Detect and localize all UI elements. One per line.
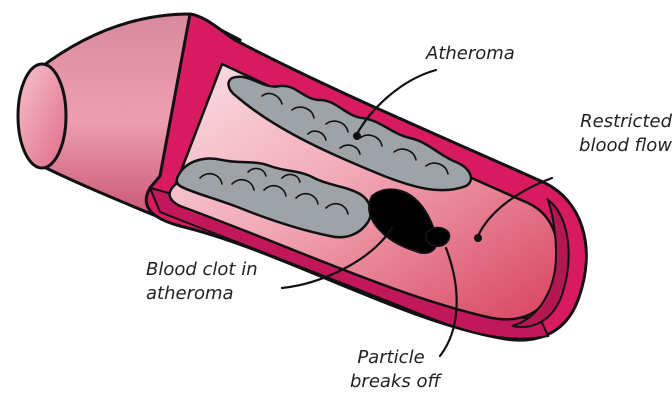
- label-atheroma: Atheroma: [426, 42, 515, 66]
- label-restricted-blood-flow: Restricted blood flow: [552, 110, 672, 158]
- vessel-left-end: [18, 64, 66, 168]
- particle: [426, 228, 450, 246]
- label-clot-line1: Blood clot in: [146, 258, 258, 282]
- label-restricted-line2: blood flow: [552, 134, 672, 158]
- label-restricted-line1: Restricted: [552, 110, 672, 134]
- label-particle-breaks-off: Particle breaks off: [350, 346, 432, 394]
- label-blood-clot: Blood clot in atheroma: [146, 258, 258, 306]
- label-particle-line1: Particle: [350, 346, 432, 370]
- label-atheroma-text: Atheroma: [426, 42, 515, 66]
- label-clot-line2: atheroma: [146, 282, 258, 306]
- label-particle-line2: breaks off: [350, 370, 432, 394]
